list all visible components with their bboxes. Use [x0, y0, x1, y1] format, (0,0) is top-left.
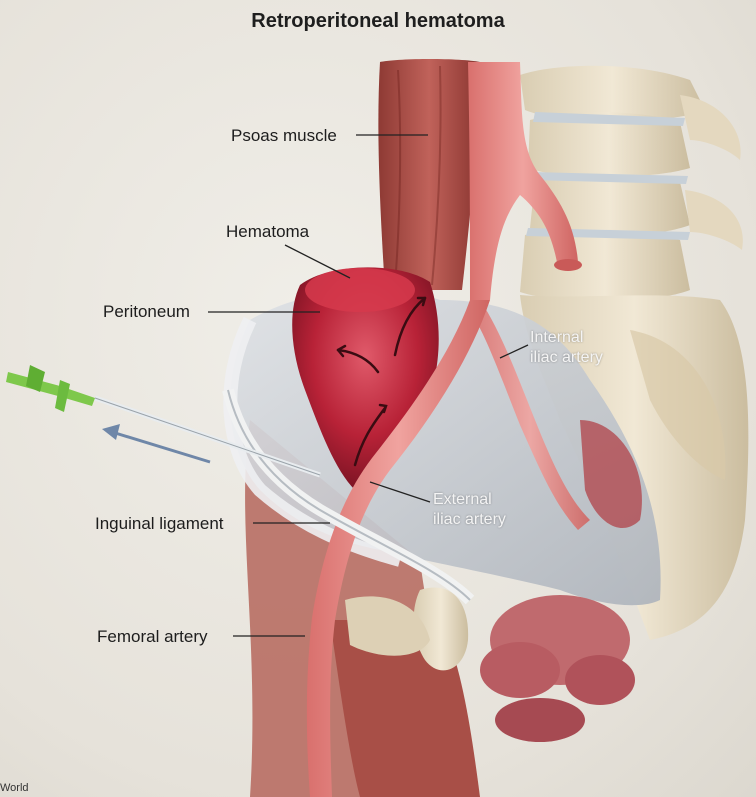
diagram-title: Retroperitoneal hematoma: [251, 10, 505, 32]
catheter-needle-shape: [6, 365, 321, 478]
withdrawal-arrow: [102, 424, 211, 464]
external-iliac-shape: [306, 300, 490, 797]
credit-text: World: [0, 782, 29, 794]
spine-shape: [520, 65, 743, 302]
psoas-muscle-shape: [378, 59, 480, 290]
label-internal-iliac-line1: Internal: [530, 329, 584, 346]
label-external-iliac-line1: External: [433, 491, 492, 508]
label-inguinal-ligament: Inguinal ligament: [95, 514, 224, 533]
blood-flow-arrows: [336, 296, 427, 467]
label-internal-iliac-line2: iliac artery: [530, 349, 603, 366]
label-external-iliac-line2: iliac artery: [433, 511, 506, 528]
leader-lines: [208, 134, 529, 637]
label-femoral-artery: Femoral artery: [97, 627, 208, 646]
label-psoas-muscle: Psoas muscle: [231, 126, 337, 145]
pubic-bone-shape: [413, 587, 469, 671]
label-hematoma: Hematoma: [226, 222, 310, 241]
label-peritoneum: Peritoneum: [103, 302, 190, 321]
aorta-shape: [468, 62, 578, 300]
